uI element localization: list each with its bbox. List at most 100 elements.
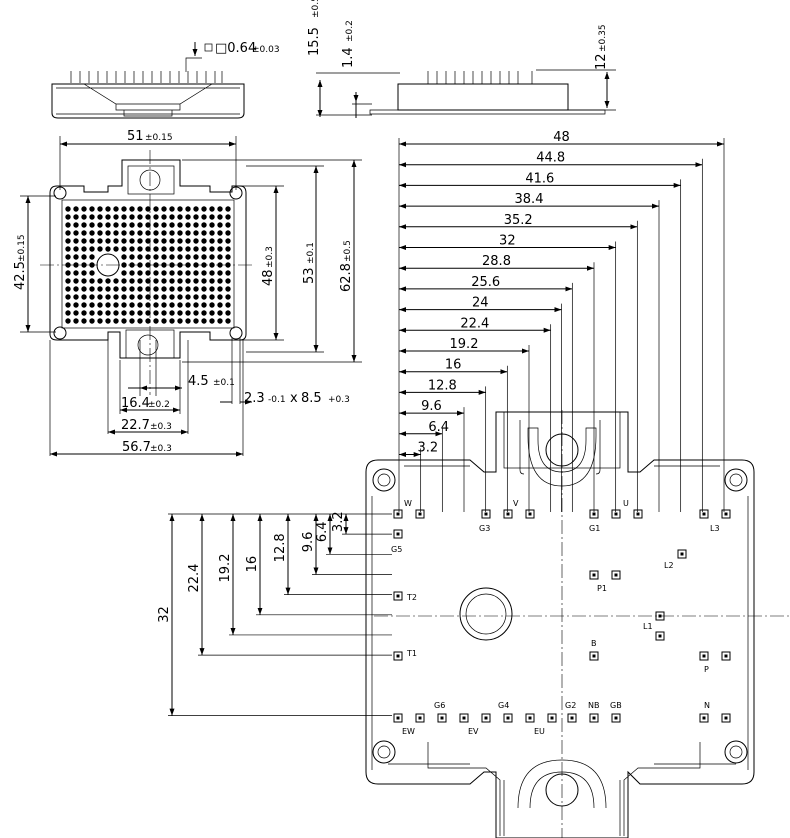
fin-dot [65,206,71,212]
fin-dot [217,270,223,276]
fin-dot [177,246,183,252]
fin-dot [89,246,95,252]
fin-dot [225,214,231,220]
pin-label-u: U [623,499,629,508]
dim-height-62-8-tol: ±0.5 [343,240,353,262]
pin-pad [393,591,403,601]
y-dim-label: 22.4 [187,564,202,593]
pin-pad [589,713,599,723]
fin-dot [113,222,119,228]
fin-dot [89,270,95,276]
fin-dot [209,206,215,212]
fin-dot [137,318,143,324]
fin-dot [105,302,111,308]
fin-dot [193,318,199,324]
x-dim-label: 25.6 [471,275,500,290]
fin-dot [121,270,127,276]
side-view-side-pins [427,71,533,84]
fin-dot [217,254,223,260]
fin-dot [177,318,183,324]
fin-dot [145,270,151,276]
fin-dot [145,294,151,300]
fin-dot [153,286,159,292]
fin-dot [209,294,215,300]
fin-dot [225,302,231,308]
pin-pad [633,509,643,519]
fin-dot [185,294,191,300]
dim-width-51-tol: ±0.15 [145,133,173,143]
dim-height-48-tol: ±0.3 [265,246,275,268]
fin-dot [145,230,151,236]
fin-dot [113,294,119,300]
pin-pad [611,509,621,519]
fin-dot [81,286,87,292]
pin-core [506,512,510,516]
fin-dot [161,302,167,308]
fin-dot [73,310,79,316]
pin-pad [481,509,491,519]
pin-label-t2: T2 [406,593,417,602]
fin-dot [153,278,159,284]
fin-dot [217,214,223,220]
pin-core [680,552,684,556]
pin-label-b: B [591,639,597,648]
pin-pad [393,651,403,661]
fin-dot [193,302,199,308]
fin-dot [65,270,71,276]
fin-dot [105,246,111,252]
fin-dot [161,206,167,212]
pin-core [614,512,618,516]
fin-dot [201,270,207,276]
fin-dot [97,318,103,324]
y-dim-label: 12.8 [273,533,288,562]
fin-dot [145,246,151,252]
fin-dot [73,286,79,292]
pin-label-ew: EW [402,727,415,736]
pin-core [506,716,510,720]
fin-dot [217,238,223,244]
pin-pad [393,529,403,539]
fin-dot [97,246,103,252]
fin-dot [121,318,127,324]
fin-dot [121,238,127,244]
fin-dot [145,222,151,228]
fin-dot [169,278,175,284]
fin-dot [81,222,87,228]
fin-dot [137,278,143,284]
pin-label-t1: T1 [406,649,417,658]
pin-pad [699,713,709,723]
pin-label-l2: L2 [664,561,674,570]
fin-dot [137,246,143,252]
fin-dot [97,222,103,228]
pin-core [614,573,618,577]
pin-pad [437,713,447,723]
dim-height-53-tol: ±0.1 [306,242,316,264]
fin-dot [97,302,103,308]
dim-height-48: 48 [261,269,276,286]
fin-dot [201,230,207,236]
center-boss [459,587,513,641]
fin-dot [121,310,127,316]
fin-dot [89,318,95,324]
fin-dot [225,286,231,292]
fin-dot [161,254,167,260]
fin-dot [81,206,87,212]
dim-height-53: 53 [302,267,317,284]
fin-dot [201,302,207,308]
fin-dot [177,286,183,292]
pin-pad [589,509,599,519]
pin-label-v: V [513,499,519,508]
pin-label-g5: G5 [391,545,402,554]
pin-pad [525,713,535,723]
fin-dot [217,206,223,212]
fin-dot [225,222,231,228]
fin-dot [201,246,207,252]
fin-dot [113,286,119,292]
fin-dot [145,286,151,292]
fin-dot [121,246,127,252]
side-view-pins [70,71,223,83]
fin-dot [89,238,95,244]
fin-dot [65,230,71,236]
pin-label-gb: GB [610,701,622,710]
pin-core [592,654,596,658]
